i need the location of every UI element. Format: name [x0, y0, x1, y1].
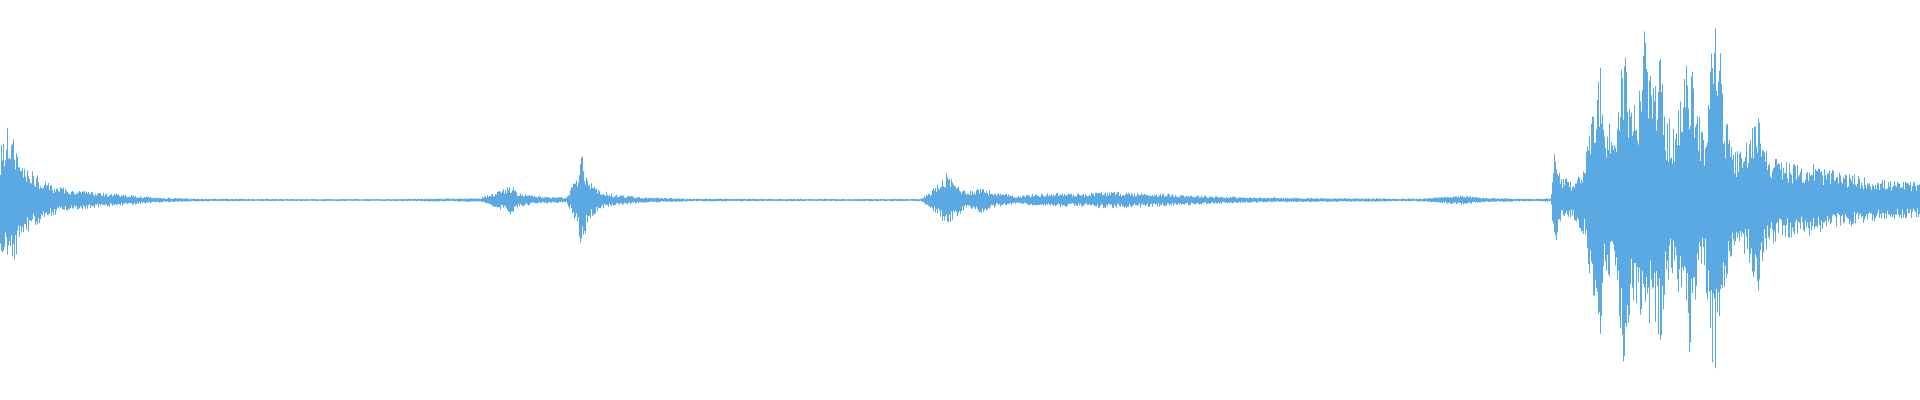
waveform-path [0, 28, 1920, 369]
